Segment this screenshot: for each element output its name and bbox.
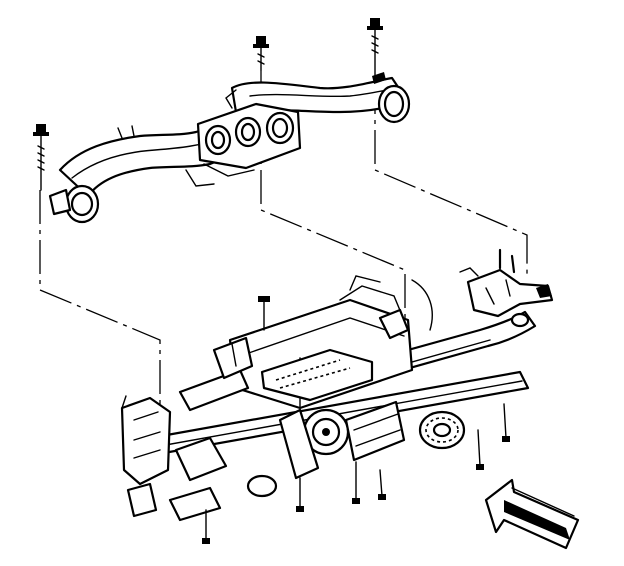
- leader-line-right: [374, 80, 528, 275]
- leader-line-left: [39, 190, 161, 430]
- bolt-right: [367, 18, 383, 81]
- bolt-center: [253, 36, 269, 71]
- view-direction-arrow: [484, 478, 580, 550]
- upper-duct-right: [225, 72, 411, 124]
- bolt-left: [33, 124, 49, 191]
- duct-manifold: [196, 102, 302, 177]
- instrument-panel-carrier: [120, 248, 554, 544]
